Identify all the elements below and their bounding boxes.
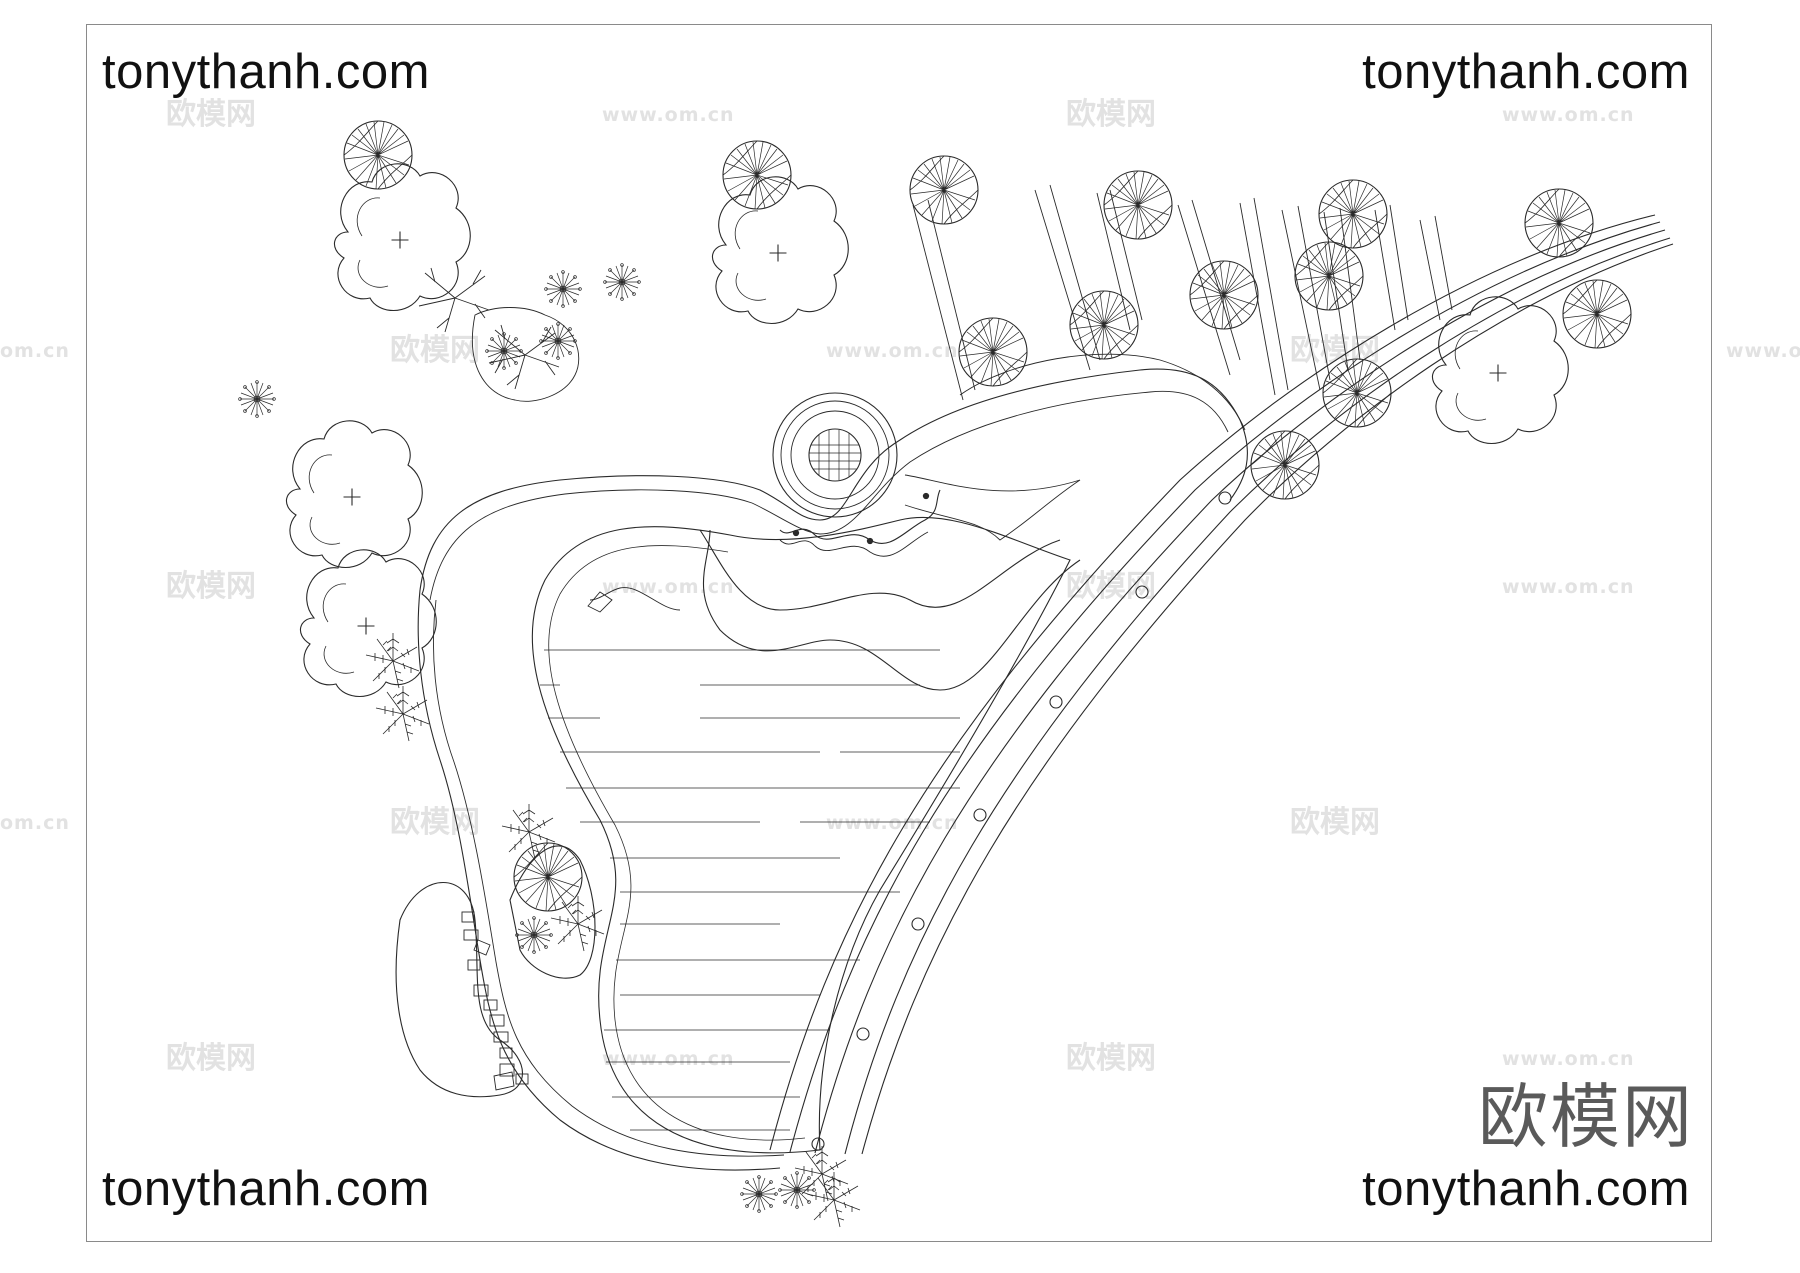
pine-tree-icon <box>1322 358 1392 428</box>
pine-tree-icon <box>1294 241 1364 311</box>
shrub-icon <box>539 322 577 360</box>
watermark-logo: 欧模网 <box>1290 805 1380 840</box>
corner-label-top-left: tonythanh.com <box>102 45 430 99</box>
watermark-logo: 欧模网 <box>390 805 480 840</box>
palm-tree-icon <box>550 895 605 952</box>
tree-canopy-icon <box>299 549 437 698</box>
palm-tree-icon <box>365 632 420 689</box>
fountain-icon <box>772 392 898 518</box>
pine-tree-icon <box>722 140 792 210</box>
shrub-icon <box>515 916 553 954</box>
lawn-stripes <box>540 649 960 1131</box>
shrub-icon <box>778 1171 816 1209</box>
watermark-logo: 欧模网 <box>166 97 256 132</box>
watermark-logo: 欧模网 <box>1066 1041 1156 1076</box>
planting-bed <box>395 845 596 1098</box>
perimeter-path <box>417 353 1248 1171</box>
understory-tree <box>418 267 490 333</box>
pine-tree-icon <box>513 842 583 912</box>
shrub-icon <box>603 263 641 301</box>
palm-tree-icon <box>501 803 556 860</box>
pine-tree-icon <box>1250 430 1320 500</box>
tree-canopy-icon <box>1431 296 1569 445</box>
corner-label-bottom-right: tonythanh.com <box>1362 1162 1690 1216</box>
plaza-bands <box>587 474 1081 691</box>
shrub-icon <box>485 332 523 370</box>
pine-tree-icon <box>1524 188 1594 258</box>
curved-walkway <box>769 214 1674 1155</box>
pine-tree-icon <box>1562 279 1632 349</box>
watermark-url: www.om.cn <box>602 1048 735 1070</box>
corner-label-top-right: tonythanh.com <box>1362 45 1690 99</box>
pine-tree-icon <box>958 317 1028 387</box>
stepping-stones <box>461 911 529 1091</box>
watermark-url: www.om.cn <box>1502 1048 1635 1070</box>
pine-tree-icon <box>1069 290 1139 360</box>
watermark-logo: 欧模网 <box>1066 97 1156 132</box>
pergola-lines <box>912 184 1453 401</box>
tree-canopy-icon <box>333 163 471 312</box>
drawing-frame <box>86 24 1712 1242</box>
lawn-area <box>531 516 1071 1154</box>
pine-tree-icon <box>1318 179 1388 249</box>
watermark-url: www.om.cn <box>1502 104 1635 126</box>
palm-tree-icon <box>794 1145 849 1202</box>
tree-canopy-icon <box>285 420 423 569</box>
shrub-icon <box>238 380 276 418</box>
pine-tree-icon <box>1189 260 1259 330</box>
fountain-edge-wave <box>779 489 941 557</box>
pine-tree-icon <box>343 120 413 190</box>
watermark-url: www.om.cn <box>1502 576 1635 598</box>
shrub-icon <box>740 1175 778 1213</box>
watermark-url: www.om.cn <box>826 812 959 834</box>
watermark-logo: 欧模网 <box>166 1041 256 1076</box>
watermark-url: www.om.cn <box>602 576 735 598</box>
brand-logo: 欧模网 <box>1478 1076 1694 1158</box>
corner-label-bottom-left: tonythanh.com <box>102 1162 430 1216</box>
shrub-icon <box>544 270 582 308</box>
palm-tree-icon <box>375 685 430 742</box>
path-bollards <box>811 491 1232 1151</box>
watermark-url: om.cn <box>0 340 70 362</box>
watermark-url: www.om.cn <box>602 104 735 126</box>
watermark-url: om.cn <box>0 812 70 834</box>
watermark-url: www.om.cn <box>826 340 959 362</box>
pine-tree-icon <box>909 155 979 225</box>
watermark-url: www.om.cn <box>1726 340 1800 362</box>
watermark-logo: 欧模网 <box>166 569 256 604</box>
pine-tree-icon <box>1103 170 1173 240</box>
watermark-logo: 欧模网 <box>390 333 480 368</box>
